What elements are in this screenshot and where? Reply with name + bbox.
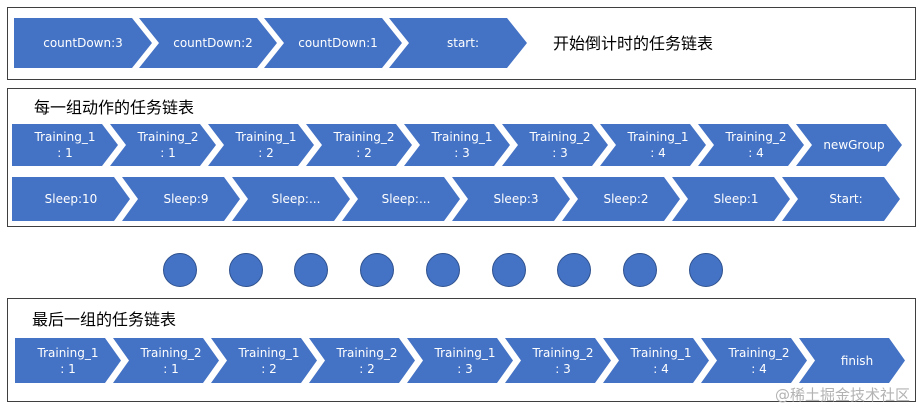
ellipsis-dot-icon: [688, 253, 723, 287]
chevron-step: countDown:2: [139, 18, 277, 68]
chevron-step: Start:: [782, 177, 900, 221]
chevron-label: Sleep:1: [713, 192, 759, 206]
chevron-step: Training_1 : 3: [404, 124, 510, 166]
ellipsis-dot-icon: [228, 253, 263, 287]
chevron-label: newGroup: [823, 138, 885, 152]
ellipsis-dot-icon: [163, 253, 197, 287]
last-group-title: 最后一组的任务链表: [32, 310, 177, 329]
chevron-label: Training_2 : 2: [333, 130, 395, 160]
chevron-step: Sleep:9: [122, 177, 240, 221]
chevron-label: Training_1 : 4: [630, 345, 692, 376]
chevron-label: Training_2 : 1: [137, 130, 199, 160]
chevron-label: Training_2 : 1: [140, 345, 202, 376]
watermark: @稀土掘金技术社区: [774, 386, 910, 404]
chevron-label: Training_1 : 4: [627, 130, 689, 160]
chevron-step: Sleep:1: [672, 177, 790, 221]
chevron-label: countDown:2: [173, 36, 253, 50]
chevron-label: Sleep:...: [381, 192, 431, 206]
chevron-step: Training_2 : 2: [309, 338, 415, 383]
chevron-label: Sleep:9: [163, 192, 209, 206]
chevron-step: Sleep:...: [342, 177, 460, 221]
chevron-step: Training_2 : 1: [113, 338, 219, 383]
countdown-title: 开始倒计时的任务链表: [553, 34, 714, 53]
chevron-step: Training_2 : 3: [505, 338, 611, 383]
chevron-step: finish: [799, 338, 905, 383]
chevron-label: start:: [447, 36, 479, 50]
ellipsis-dot-icon: [425, 253, 460, 287]
chevron-label: Start:: [829, 192, 863, 206]
chevron-label: Training_1 : 1: [37, 345, 99, 376]
ellipsis-dot-icon: [294, 253, 329, 287]
chevron-step: Training_1 : 4: [603, 338, 709, 383]
chevron-label: Sleep:10: [44, 192, 98, 206]
chevron-step: Training_1 : 1: [15, 338, 121, 383]
chevron-step: Training_1 : 2: [208, 124, 314, 166]
chevron-step: Sleep:...: [232, 177, 350, 221]
chevron-step: Sleep:3: [452, 177, 570, 221]
chevron-step: Training_2 : 1: [110, 124, 216, 166]
ellipsis-dot-icon: [622, 253, 657, 287]
chevron-step: Training_2 : 4: [701, 338, 807, 383]
chevron-label: Sleep:3: [493, 192, 539, 206]
chevron-label: Training_1 : 2: [235, 130, 297, 160]
chevron-label: Training_1 : 2: [238, 345, 300, 376]
ellipsis-dot-icon: [491, 253, 526, 287]
chevron-label: Training_1 : 1: [34, 130, 96, 160]
chevron-step: countDown:3: [14, 18, 152, 68]
chevron-label: Training_2 : 3: [532, 345, 594, 376]
chevron-step: Training_1 : 2: [211, 338, 317, 383]
group-title: 每一组动作的任务链表: [34, 98, 195, 117]
chevron-label: Training_1 : 3: [434, 345, 496, 376]
chevron-step: Sleep:2: [562, 177, 680, 221]
chevron-step: Training_1 : 1: [12, 124, 118, 166]
chevron-step: Training_2 : 4: [698, 124, 804, 166]
chevron-label: Training_2 : 4: [728, 345, 790, 376]
chevron-step: Training_2 : 3: [502, 124, 608, 166]
chevron-step: Training_1 : 4: [600, 124, 706, 166]
chevron-label: Sleep:2: [603, 192, 649, 206]
chevron-step: Sleep:10: [12, 177, 130, 221]
chevron-label: countDown:1: [298, 36, 378, 50]
chevron-step: start:: [389, 18, 527, 68]
ellipsis-dot-icon: [360, 253, 395, 287]
chevron-label: finish: [840, 353, 874, 368]
chevron-label: Training_2 : 4: [725, 130, 787, 160]
chevron-label: Sleep:...: [271, 192, 321, 206]
chevron-label: countDown:3: [43, 36, 123, 50]
chevron-step: Training_2 : 2: [306, 124, 412, 166]
chevron-label: Training_1 : 3: [431, 130, 493, 160]
chevron-step: countDown:1: [264, 18, 402, 68]
ellipsis-dot-icon: [557, 253, 592, 287]
chevron-step: Training_1 : 3: [407, 338, 513, 383]
chevron-label: Training_2 : 3: [529, 130, 591, 160]
chevron-label: Training_2 : 2: [336, 345, 398, 376]
chevron-step: newGroup: [796, 124, 902, 166]
